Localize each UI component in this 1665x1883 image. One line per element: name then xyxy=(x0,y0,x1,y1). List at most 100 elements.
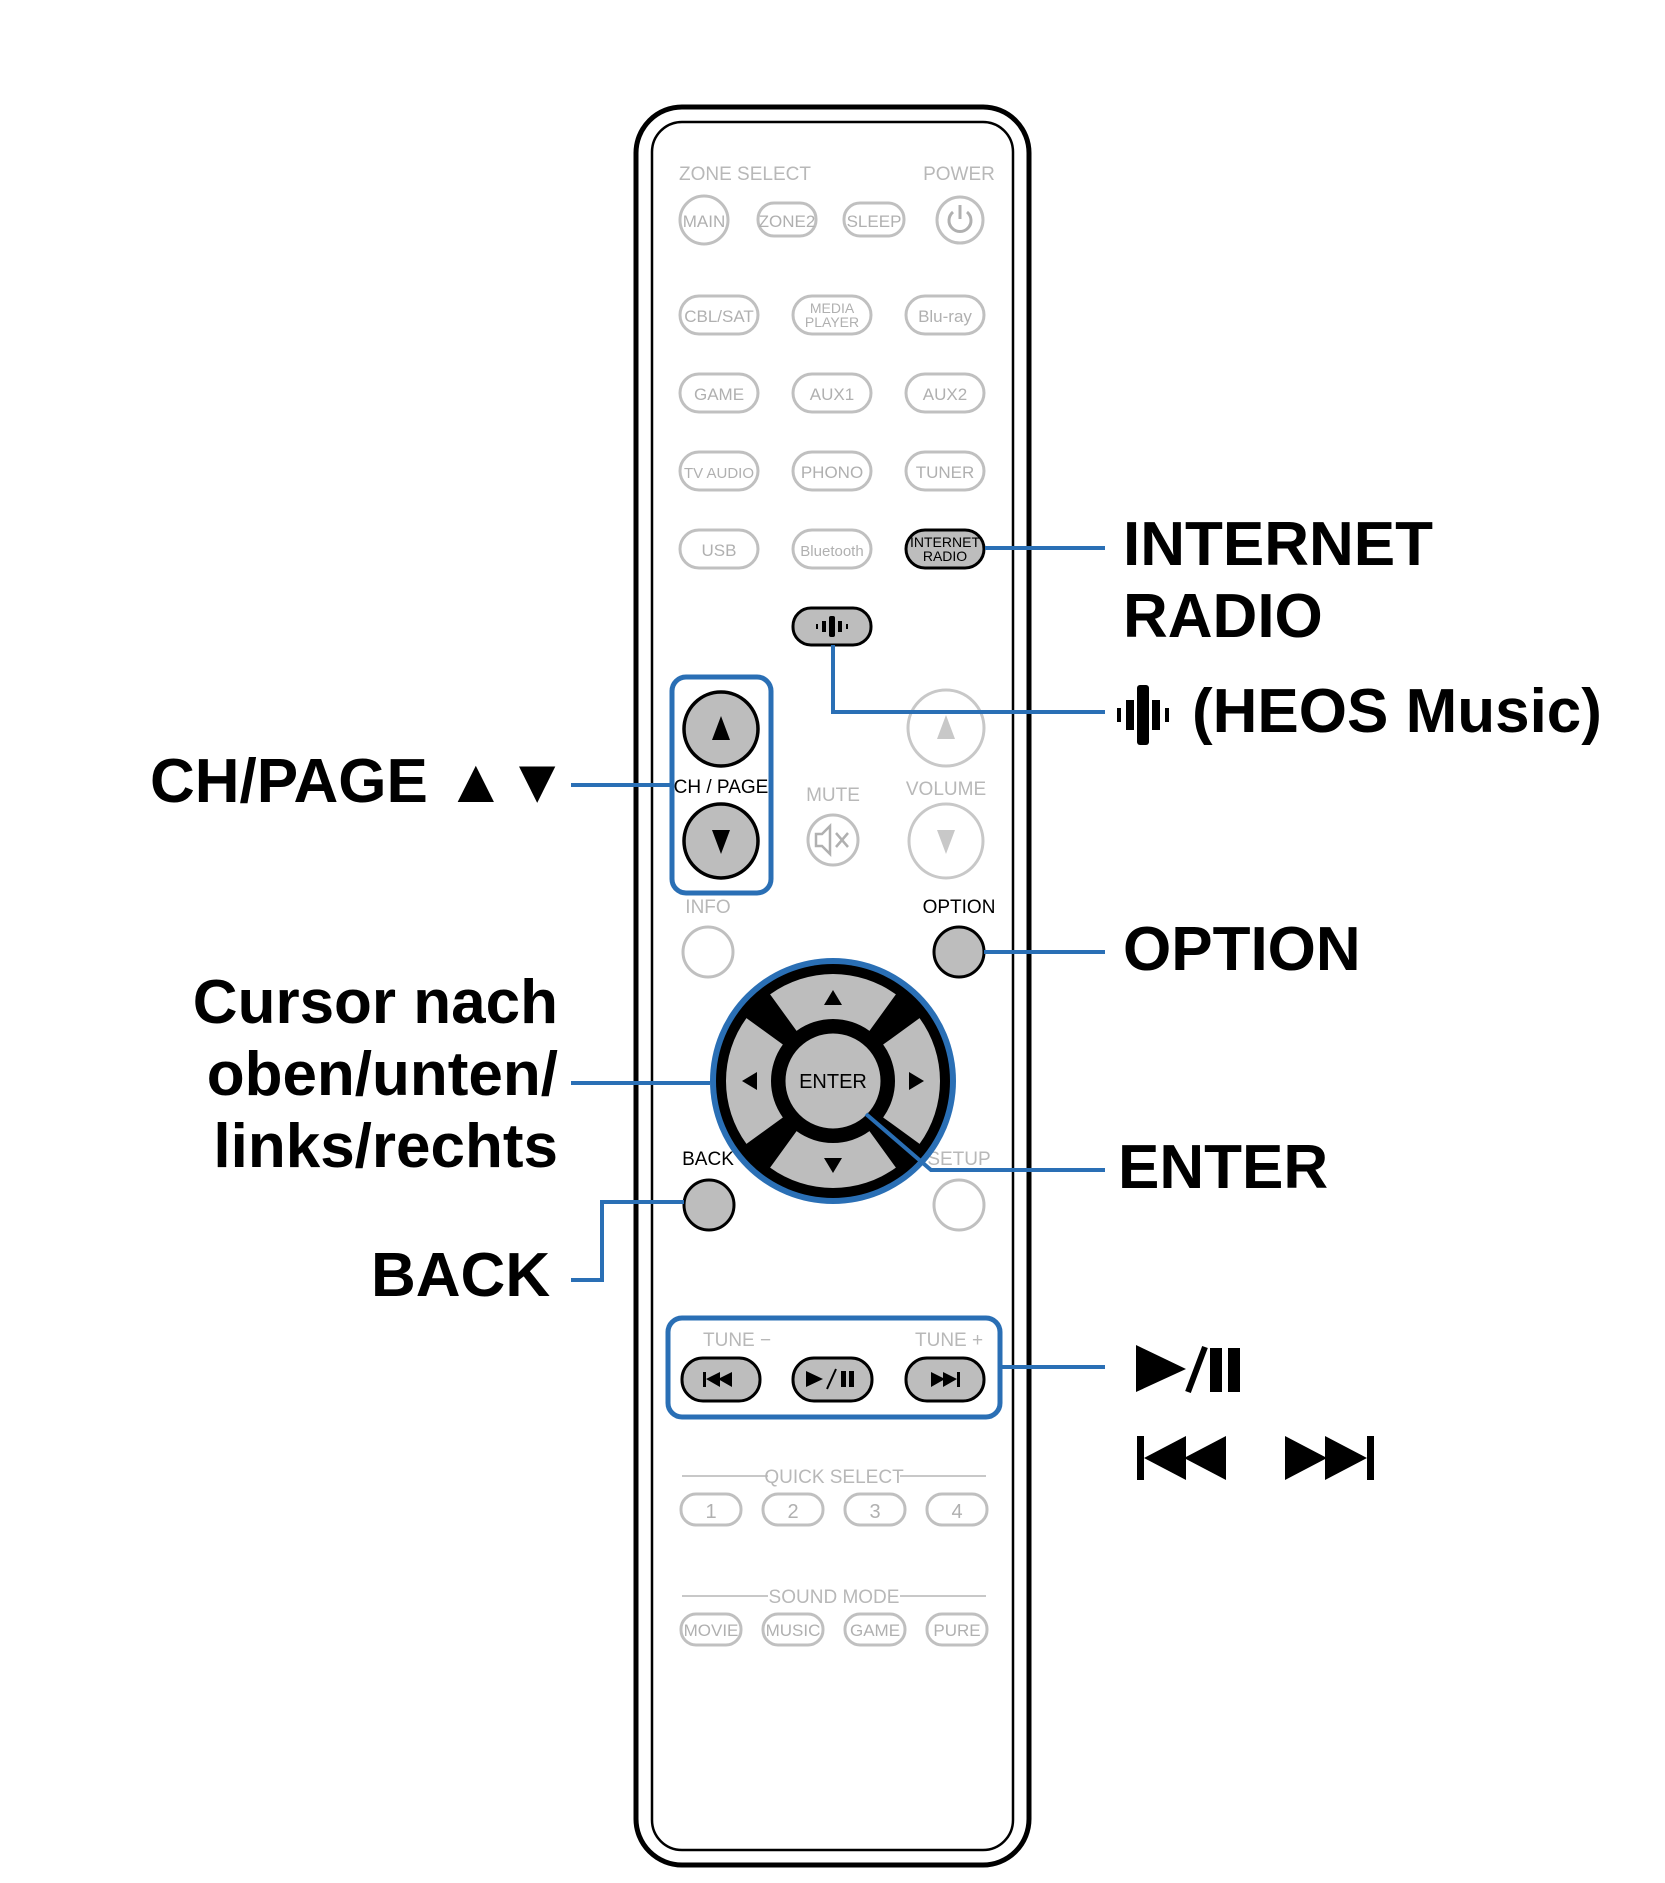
quick-select-1-label: 1 xyxy=(705,1501,716,1523)
aux1-button[interactable]: AUX1 xyxy=(791,372,873,414)
cursor-down-arrow-icon xyxy=(824,1158,842,1173)
play-pause-button[interactable] xyxy=(791,1356,874,1403)
quick-select-3-label: 3 xyxy=(869,1501,880,1523)
ch-page-down-button[interactable] xyxy=(682,802,760,880)
blu-ray-label: Blu-ray xyxy=(918,307,972,326)
play-pause-icon xyxy=(806,1368,854,1390)
game-button[interactable]: GAME xyxy=(678,372,760,414)
callout-internet-radio-line2: RADIO xyxy=(1123,582,1323,651)
setup-label: SETUP xyxy=(927,1149,990,1170)
mute-icon xyxy=(814,822,849,858)
callout-cursor-line1: Cursor nach xyxy=(192,968,558,1037)
back-button[interactable] xyxy=(682,1178,736,1232)
sound-mode-label: SOUND MODE xyxy=(769,1587,900,1608)
main-button[interactable]: MAIN xyxy=(678,194,730,246)
heos-leader xyxy=(831,645,1105,714)
callout-back: BACK xyxy=(371,1241,551,1310)
callout-heos-music: (HEOS Music) xyxy=(1192,677,1602,746)
media-player-label-line2: PLAYER xyxy=(805,314,859,330)
quick-select-buttons: 1 2 3 4 xyxy=(679,1492,989,1527)
usb-button[interactable]: USB xyxy=(678,528,760,570)
sound-mode-buttons: MOVIE MUSIC GAME PURE xyxy=(679,1612,989,1647)
sound-mode-game-button[interactable]: GAME xyxy=(843,1612,907,1647)
callout-cursor-line2: oben/unten/ xyxy=(206,1040,558,1109)
sound-mode-music-button[interactable]: MUSIC xyxy=(761,1612,825,1647)
tuner-button[interactable]: TUNER xyxy=(904,450,986,492)
quick-select-2-button[interactable]: 2 xyxy=(761,1492,825,1527)
volume-down-button[interactable] xyxy=(907,802,985,880)
quick-select-label: QUICK SELECT xyxy=(764,1467,904,1488)
mute-label: MUTE xyxy=(806,785,860,806)
volume-up-icon xyxy=(937,715,955,739)
info-button[interactable] xyxy=(681,925,735,979)
callout-ch-page: CH/PAGE ▲▼ xyxy=(150,747,568,816)
back-label: BACK xyxy=(682,1149,734,1170)
option-button[interactable] xyxy=(932,925,986,979)
aux2-button[interactable]: AUX2 xyxy=(904,372,986,414)
quick-select-2-label: 2 xyxy=(787,1501,798,1523)
blu-ray-button[interactable]: Blu-ray xyxy=(904,294,986,336)
callout-internet-radio: INTERNET RADIO xyxy=(1123,509,1433,653)
tune-plus-label: TUNE + xyxy=(915,1330,983,1351)
zone-select-label: ZONE SELECT xyxy=(679,164,811,185)
volume-down-icon xyxy=(937,830,955,854)
info-label: INFO xyxy=(685,897,730,918)
quick-select-1-button[interactable]: 1 xyxy=(679,1492,743,1527)
quick-select-4-button[interactable]: 4 xyxy=(925,1492,989,1527)
down-arrow-icon xyxy=(712,830,730,854)
sound-mode-movie-button[interactable]: MOVIE xyxy=(679,1612,743,1647)
callout-option: OPTION xyxy=(1123,915,1361,984)
mute-button[interactable] xyxy=(806,813,860,867)
ch-page-up-button[interactable] xyxy=(682,690,760,768)
phono-label: PHONO xyxy=(801,463,863,482)
zone2-button[interactable]: ZONE2 xyxy=(756,201,818,238)
callout-internet-radio-line1: INTERNET xyxy=(1123,510,1433,579)
svg-text:MAIN: MAIN xyxy=(683,212,726,231)
aux2-label: AUX2 xyxy=(923,385,967,404)
internet-radio-label-line2: RADIO xyxy=(923,548,967,564)
heos-callout-icon xyxy=(1117,685,1169,745)
sound-mode-pure-button[interactable]: PURE xyxy=(925,1612,989,1647)
back-leader xyxy=(571,1200,684,1282)
svg-text:SLEEP: SLEEP xyxy=(847,212,902,231)
sound-mode-movie-label: MOVIE xyxy=(684,1621,739,1640)
tune-minus-label: TUNE − xyxy=(703,1330,771,1351)
volume-label: VOLUME xyxy=(906,779,986,800)
remote-inner-outline xyxy=(650,120,1015,1852)
next-track-icon xyxy=(931,1372,960,1387)
option-label: OPTION xyxy=(923,897,996,918)
callout-enter: ENTER xyxy=(1118,1133,1329,1202)
callout-cursor: Cursor nach oben/unten/ links/rechts xyxy=(150,967,558,1183)
tuner-label: TUNER xyxy=(916,463,975,482)
quick-select-3-button[interactable]: 3 xyxy=(843,1492,907,1527)
cbl-sat-button[interactable]: CBL/SAT xyxy=(678,294,760,336)
enter-button[interactable]: ENTER xyxy=(782,1030,884,1132)
heos-music-button[interactable] xyxy=(791,606,873,647)
cursor-up-arrow-icon xyxy=(824,990,842,1005)
callout-lines xyxy=(571,546,1105,1369)
previous-track-button[interactable] xyxy=(680,1356,762,1403)
internet-radio-label-line1: INTERNET xyxy=(910,534,980,550)
previous-track-icon xyxy=(703,1372,732,1387)
power-icon xyxy=(947,205,973,233)
cursor-right-arrow-icon xyxy=(909,1072,924,1090)
tv-audio-button[interactable]: TV AUDIO xyxy=(678,450,760,492)
setup-button[interactable] xyxy=(932,1178,986,1232)
bluetooth-button[interactable]: Bluetooth xyxy=(791,528,873,570)
sleep-button[interactable]: SLEEP xyxy=(842,201,906,238)
game-label: GAME xyxy=(694,385,744,404)
next-track-button[interactable] xyxy=(904,1356,986,1403)
sound-mode-game-label: GAME xyxy=(850,1621,900,1640)
svg-text:ZONE2: ZONE2 xyxy=(759,212,816,231)
aux1-label: AUX1 xyxy=(810,385,854,404)
volume-up-button[interactable] xyxy=(906,688,986,768)
phono-button[interactable]: PHONO xyxy=(791,450,873,492)
power-button[interactable] xyxy=(935,195,985,245)
skip-callout-icon xyxy=(1137,1436,1374,1480)
up-arrow-icon xyxy=(712,716,730,740)
tv-audio-label: TV AUDIO xyxy=(684,465,754,482)
sound-mode-pure-label: PURE xyxy=(933,1621,980,1640)
